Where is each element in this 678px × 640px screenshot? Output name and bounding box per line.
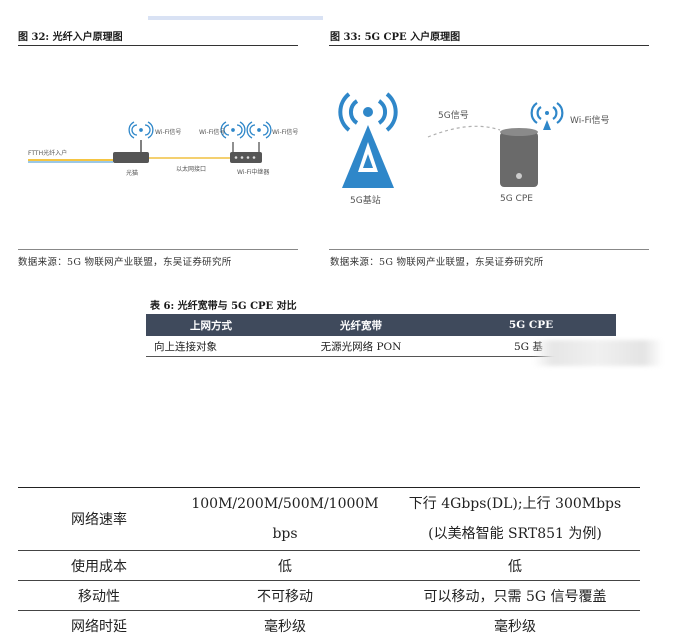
table-header-row: 上网方式 光纤宽带 5G CPE	[146, 314, 616, 336]
row-label: 使用成本	[18, 551, 180, 581]
ethernet-label: 以太网接口	[176, 164, 206, 173]
figure-32-bottom-rule	[18, 249, 298, 250]
modem-icon	[113, 140, 149, 163]
table-cell: 低	[180, 551, 390, 581]
figure-33-source: 数据来源：5G 物联网产业联盟，东吴证券研究所	[330, 254, 544, 268]
5g-signal-arrow	[428, 126, 500, 137]
column-header: 光纤宽带	[276, 314, 446, 336]
wifi-signal-label: Wi-Fi信号	[155, 127, 181, 136]
repeater-label: Wi-Fi中继器	[237, 167, 269, 176]
table-row: 使用成本 低 低	[18, 551, 640, 581]
cpe-label: 5G CPE	[500, 194, 533, 204]
wifi-signal-label: Wi-Fi信号	[272, 127, 298, 136]
modem-label: 光猫	[126, 168, 138, 177]
fiber-speed-line-1: 100M/200M/500M/1000M	[180, 489, 390, 519]
table-cell: 下行 4Gbps(DL);上行 300Mbps (以美格智能 SRT851 为例…	[390, 488, 640, 551]
5g-signal-label: 5G信号	[438, 108, 469, 121]
table-cell: 100M/200M/500M/1000M bps	[180, 488, 390, 551]
table-cell: 毫秒级	[390, 611, 640, 640]
figure-32-title: 图 32: 光纤入户原理图	[18, 28, 123, 43]
table-cell: 向上连接对象	[146, 336, 276, 357]
repeater-icon	[230, 142, 262, 163]
figure-33-top-rule	[329, 45, 649, 46]
figure-32-top-rule	[18, 45, 298, 46]
wifi-signal-label: Wi-Fi信号	[199, 127, 225, 136]
comparison-table: 网络速率 100M/200M/500M/1000M bps 下行 4Gbps(D…	[18, 487, 640, 640]
cpe-speed-line-1: 下行 4Gbps(DL);上行 300Mbps	[390, 489, 640, 519]
table-cell: 可以移动，只需 5G 信号覆盖	[390, 581, 640, 611]
table-row: 网络时延 毫秒级 毫秒级	[18, 611, 640, 640]
cpe-device-icon	[500, 128, 538, 187]
row-label: 网络时延	[18, 611, 180, 640]
row-label: 网络速率	[18, 488, 180, 551]
wifi-antenna-icon	[532, 103, 563, 130]
blurred-overlay	[533, 340, 663, 366]
base-station-icon	[340, 94, 395, 188]
base-station-label: 5G基站	[350, 193, 381, 206]
table-cell: 不可移动	[180, 581, 390, 611]
column-header: 5G CPE	[446, 314, 616, 336]
column-header: 上网方式	[146, 314, 276, 336]
table-cell: 无源光网络 PON	[276, 336, 446, 357]
table-6-title: 表 6: 光纤宽带与 5G CPE 对比	[150, 297, 297, 312]
table-row: 移动性 不可移动 可以移动，只需 5G 信号覆盖	[18, 581, 640, 611]
wifi-signal-icon	[129, 122, 153, 138]
top-artifact	[148, 16, 323, 20]
figure-33-bottom-rule	[329, 249, 649, 250]
table-row: 网络速率 100M/200M/500M/1000M bps 下行 4Gbps(D…	[18, 488, 640, 551]
table-cell: 毫秒级	[180, 611, 390, 640]
row-label: 移动性	[18, 581, 180, 611]
wifi-signal-label: Wi-Fi信号	[570, 113, 609, 126]
table-cell: 低	[390, 551, 640, 581]
ftth-label: FTTH光纤入户	[28, 148, 67, 157]
wifi-signal-icon	[247, 122, 271, 138]
fiber-speed-line-2: bps	[180, 519, 390, 549]
figure-32-source: 数据来源：5G 物联网产业联盟，东吴证券研究所	[18, 254, 232, 268]
cpe-speed-line-2: (以美格智能 SRT851 为例)	[390, 519, 640, 549]
figure-33-title: 图 33: 5G CPE 入户原理图	[330, 28, 460, 43]
